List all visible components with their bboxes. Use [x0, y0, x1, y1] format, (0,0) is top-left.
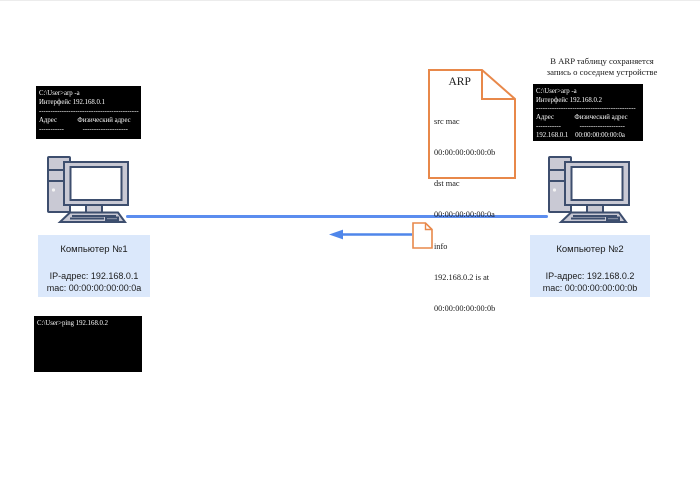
terminal-line: ----------- -------------------- — [39, 125, 128, 133]
arp-note-body: src mac 00:00:00:00:00:0b dst mac 00:00:… — [434, 96, 495, 335]
terminal-line: ----------------------------------------… — [39, 107, 139, 115]
terminal-line: 192.168.0.1 00:00:00:00:00:0a — [536, 131, 625, 139]
arp-packet-note: ARP src mac 00:00:00:00:00:0b dst mac 00… — [428, 69, 516, 313]
pc1-ping-terminal: C:\User>ping 192.168.0.2 — [34, 316, 142, 372]
note-line: 00:00:00:00:00:0b — [434, 148, 496, 158]
pc1-title: Компьютер №1 — [60, 244, 128, 255]
note-shape-icon — [428, 69, 516, 179]
note-line: dst mac — [434, 179, 460, 189]
pc1-computer-icon — [47, 156, 129, 223]
terminal-line: ----------- -------------------- — [536, 122, 625, 130]
pc1-arp-terminal: C:\User>arp -a Интерфейс 192.168.0.1 ---… — [36, 86, 141, 139]
note-line: 00:00:00:00:00:0a — [434, 210, 495, 220]
pc2-label-box: Компьютер №2 IP-адрес: 192.168.0.2 mac: … — [530, 235, 650, 297]
ethernet-link-line — [126, 215, 548, 218]
note-line: src mac — [434, 116, 460, 126]
caption-line: В ARP таблицу сохраняется — [550, 56, 654, 66]
pc2-title: Компьютер №2 — [556, 244, 624, 255]
terminal-line: Интерфейс 192.168.0.2 — [536, 96, 602, 104]
terminal-line: ----------------------------------------… — [536, 105, 636, 113]
pc2-ip: IP-адрес: 192.168.0.2 — [545, 271, 635, 281]
pc2-computer-icon — [548, 156, 630, 223]
pc1-ip: IP-адрес: 192.168.0.1 — [49, 271, 139, 281]
pc2-mac: mac: 00:00:00:00:00:0b — [542, 282, 638, 293]
packet-document-icon — [412, 222, 433, 249]
note-line: 00:00:00:00:00:0b — [434, 304, 496, 314]
pc1-mac: mac: 00:00:00:00:00:0a — [46, 282, 142, 293]
pc2-arp-terminal: C:\User>arp -a Интерфейс 192.168.0.2 ---… — [533, 84, 643, 141]
terminal-line: C:\User>ping 192.168.0.2 — [37, 320, 109, 327]
terminal-line: Адрес Физический адрес — [536, 114, 628, 122]
caption-line: запись о соседнем устройстве — [546, 67, 658, 77]
terminal-line: Интерфейс 192.168.0.1 — [39, 98, 105, 106]
note-line: 192.168.0.2 is at — [434, 272, 490, 282]
terminal-line: C:\User>arp -a — [39, 90, 80, 97]
pc1-label-box: Компьютер №1 IP-адрес: 192.168.0.1 mac: … — [38, 235, 150, 297]
packet-direction-arrow — [329, 229, 412, 240]
terminal-line: C:\User>arp -a — [536, 88, 577, 95]
note-line: info — [434, 241, 448, 251]
terminal-line: Адрес Физический адрес — [39, 116, 131, 124]
arp-note-title: ARP — [448, 76, 471, 88]
arp-table-caption: В ARP таблицу сохраняется запись о сосед… — [524, 56, 680, 78]
